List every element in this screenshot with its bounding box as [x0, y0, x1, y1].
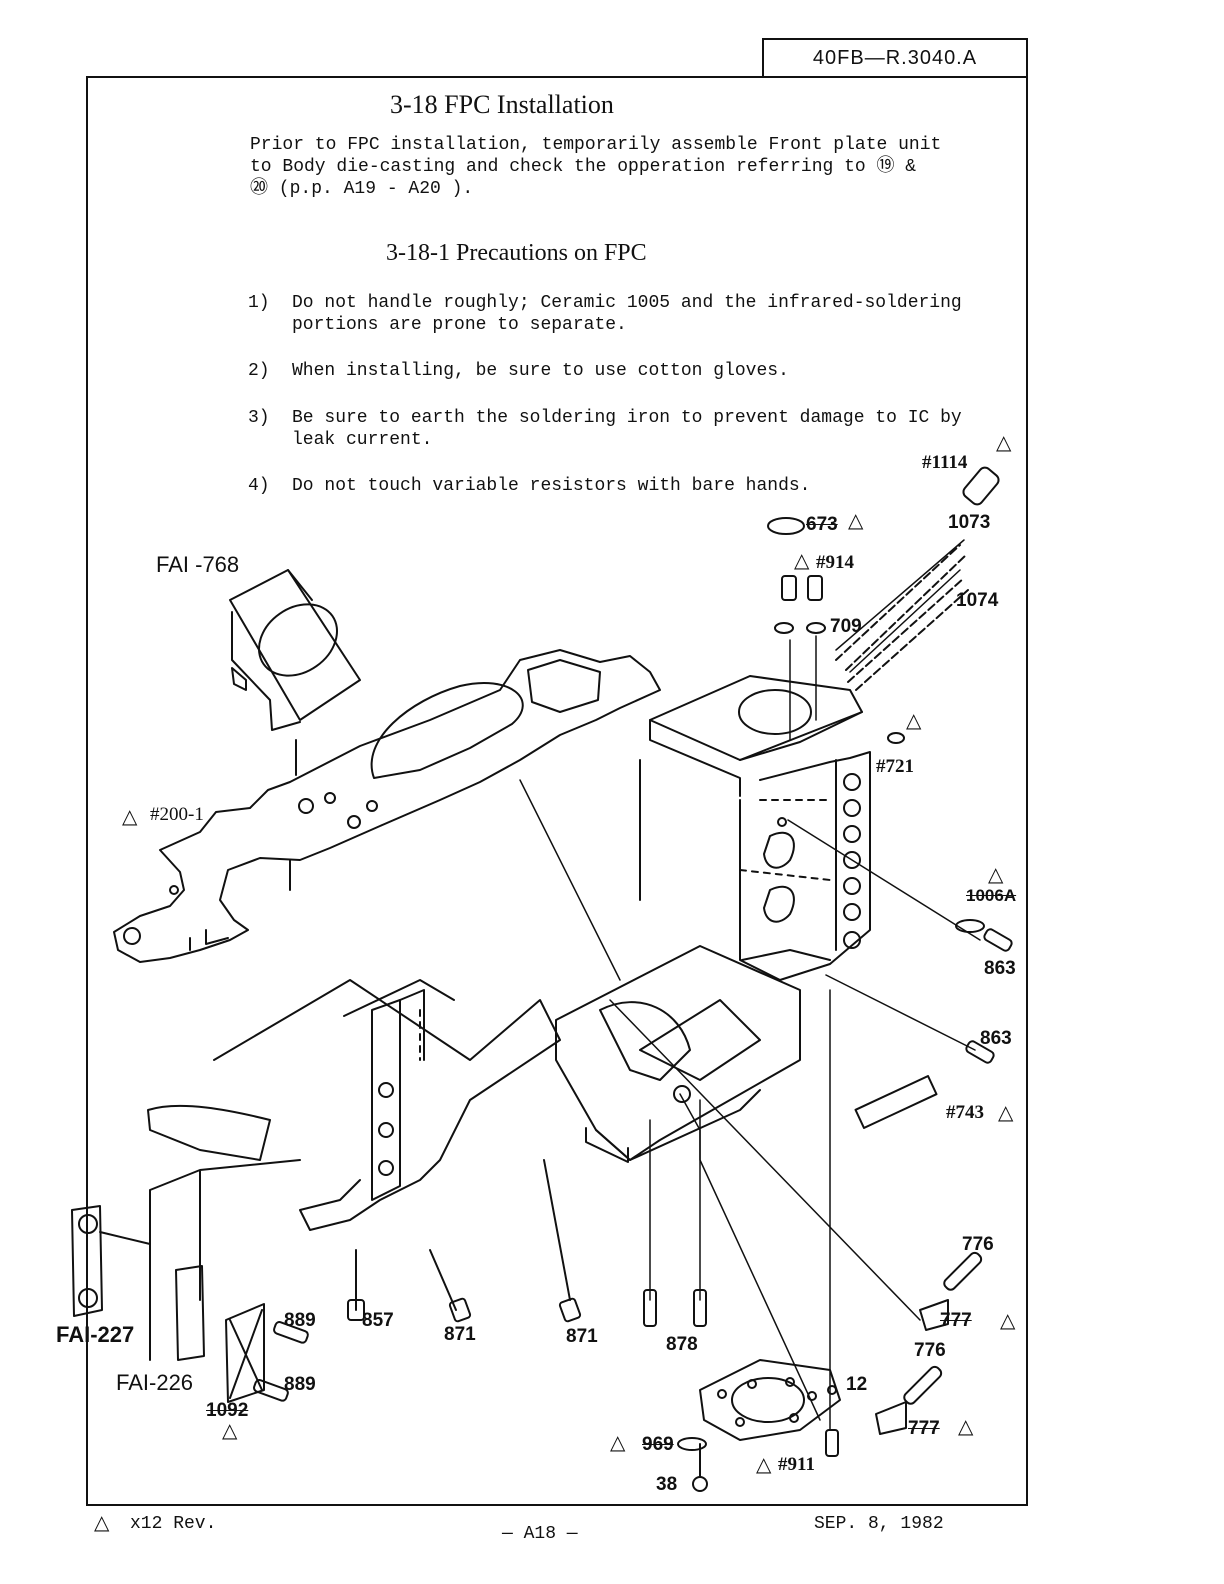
label-857: 857	[362, 1310, 394, 1331]
label-38: 38	[656, 1474, 678, 1495]
label-863: 863	[980, 1028, 1012, 1049]
lower-left-assembly	[71, 979, 571, 1403]
item-line: Be sure to earth the soldering iron to p…	[292, 408, 962, 428]
label-871: 871	[566, 1326, 598, 1347]
item-line: leak current.	[292, 430, 433, 450]
intro-line: to Body die-casting and check the oppera…	[250, 157, 917, 177]
label-1073: 1073	[948, 512, 991, 533]
footer-page-number: — A18 —	[502, 1524, 578, 1544]
footer-date: SEP. 8, 1982	[814, 1514, 944, 1534]
label-673: 673	[806, 514, 838, 535]
item-line: When installing, be sure to use cotton g…	[292, 361, 789, 381]
label-871: 871	[444, 1324, 476, 1345]
label-969: 969	[642, 1434, 674, 1455]
intro-line: Prior to FPC installation, temporarily a…	[250, 135, 942, 155]
item-number: 4)	[248, 476, 270, 496]
revision-triangle: △	[996, 432, 1012, 454]
leader-lines	[519, 539, 981, 1431]
revision-triangle: △	[794, 550, 810, 572]
label-777: 777	[940, 1310, 972, 1331]
revision-triangle: △	[122, 806, 138, 828]
label-776: 776	[914, 1340, 946, 1361]
item-number: 3)	[248, 408, 270, 428]
section-title: 3-18 FPC Installation	[390, 90, 614, 119]
precaution-item: 3) Be sure to earth the soldering iron t…	[248, 407, 962, 451]
item-line: Do not handle roughly; Ceramic 1005 and …	[292, 293, 962, 313]
label-889: 889	[284, 1310, 316, 1331]
intro-line: ⑳ (p.p. A19 - A20 ).	[250, 179, 474, 199]
label-911: #911	[778, 1454, 815, 1475]
subsection-title: 3-18-1 Precautions on FPC	[386, 240, 647, 266]
document-id: 40FB—R.3040.A	[762, 38, 1028, 76]
item-number: 1)	[248, 293, 270, 313]
lower-flange	[699, 1359, 841, 1441]
precaution-item: 2) When installing, be sure to use cotto…	[248, 360, 789, 382]
revision-triangle: △	[848, 510, 864, 532]
fai-768-part	[229, 569, 361, 776]
precaution-item: 4) Do not touch variable resistors with …	[248, 475, 810, 497]
washer-673	[767, 517, 805, 535]
intro-text: Prior to FPC installation, temporarily a…	[250, 134, 941, 200]
revision-triangle: △	[998, 1102, 1014, 1124]
revision-triangle: △	[94, 1512, 110, 1534]
label-12: 12	[846, 1374, 868, 1395]
revision-triangle: △	[958, 1416, 974, 1438]
label-1006a: 1006A	[966, 886, 1017, 905]
revision-triangle: △	[610, 1432, 626, 1454]
revision-triangle: △	[1000, 1310, 1016, 1332]
label-fai-226: FAI-226	[116, 1370, 194, 1395]
label-878: 878	[666, 1334, 698, 1355]
footer-revision: x12 Rev.	[130, 1514, 217, 1534]
revision-triangle: △	[906, 710, 922, 732]
label-1092: 1092	[206, 1400, 249, 1421]
label-721: #721	[876, 756, 914, 777]
label-200-1: #200-1	[150, 804, 204, 825]
label-889: 889	[284, 1374, 316, 1395]
upper-plate	[113, 649, 661, 963]
label-863: 863	[984, 958, 1016, 979]
item-line: portions are prone to separate.	[292, 315, 627, 335]
label-1074: 1074	[956, 590, 999, 611]
label-fai-227: FAI-227	[56, 1322, 135, 1347]
label-743: #743	[946, 1102, 984, 1123]
lower-center-plate	[555, 759, 801, 1163]
item-line: Do not touch variable resistors with bar…	[292, 476, 811, 496]
revision-triangle: △	[222, 1420, 238, 1442]
item-number: 2)	[248, 361, 270, 381]
fasteners	[253, 466, 1013, 1492]
bracket-block	[649, 675, 871, 981]
label-1114: #1114	[922, 452, 968, 473]
label-776: 776	[962, 1234, 994, 1255]
revision-triangle: △	[988, 864, 1004, 886]
page-frame	[86, 76, 1028, 1506]
label-777: 777	[908, 1418, 940, 1439]
label-914: #914	[816, 552, 854, 573]
revision-triangle: △	[756, 1454, 772, 1476]
precaution-item: 1) Do not handle roughly; Ceramic 1005 a…	[248, 292, 962, 336]
label-fai-768: FAI -768	[156, 552, 240, 577]
label-709: 709	[830, 616, 862, 637]
